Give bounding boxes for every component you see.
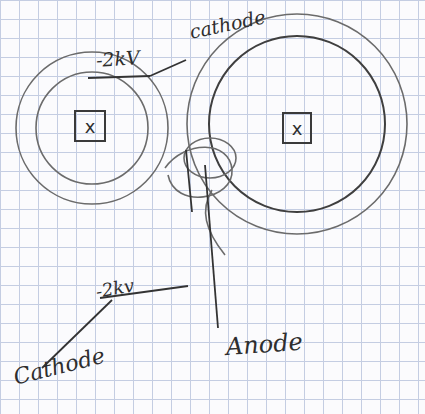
- handwritten-label: -2kv: [94, 275, 135, 301]
- ion-path: [165, 147, 232, 197]
- field-circle: [16, 52, 168, 204]
- field-symbol: x: [292, 118, 303, 139]
- field-circle: [187, 14, 407, 234]
- field-symbol: x: [85, 116, 96, 137]
- electrode-line: [205, 165, 218, 328]
- field-box: x: [74, 110, 106, 142]
- handwritten-label: Anode: [225, 329, 303, 361]
- field-circle: [209, 36, 385, 212]
- field-circle: [36, 72, 148, 184]
- handwritten-label: cathode: [188, 6, 267, 42]
- electrode-line: [88, 76, 150, 78]
- leader-line: [150, 60, 186, 76]
- handwritten-label: -2kV: [95, 47, 140, 71]
- field-box: x: [282, 112, 312, 144]
- electrode-line: [186, 150, 192, 212]
